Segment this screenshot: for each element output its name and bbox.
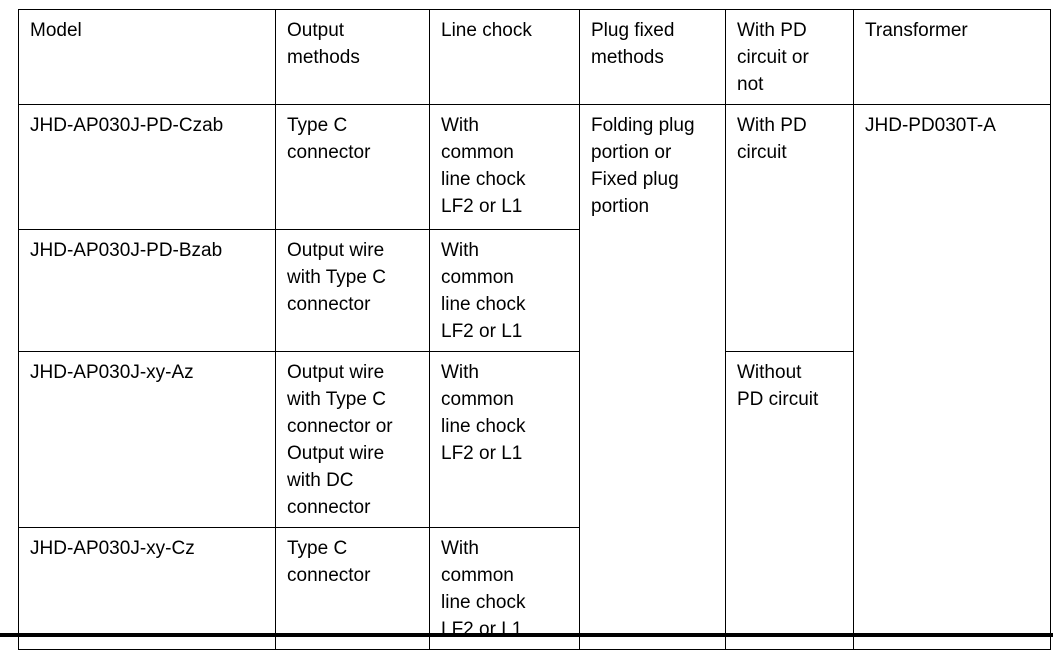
transformer-model-cell: JHD-PD030T-A	[853, 104, 1051, 650]
model-cell: JHD-AP030J-xy-Cz	[18, 527, 276, 650]
plug-fixed-merged-cell: Folding plug portion or Fixed plug porti…	[579, 104, 726, 650]
table-row: JHD-AP030J-PD-Czab Type C connector With…	[18, 104, 1051, 650]
table-row: JHD-AP030J-xy-Az Output wire with Type C…	[18, 351, 1051, 650]
header-pd-circuit: With PD circuit or not	[725, 9, 854, 105]
line-chock-cell: With common line chock LF2 or L1	[429, 229, 580, 352]
line-chock-cell: With common line chock LF2 or L1	[429, 527, 580, 650]
table-row: JHD-AP030J-PD-Bzab Output wire with Type…	[18, 229, 1051, 352]
spec-table: Model Output methods Line chock Plug fix…	[18, 9, 1051, 650]
header-row: Model Output methods Line chock Plug fix…	[18, 9, 1051, 105]
with-pd-circuit-cell: With PD circuit	[725, 104, 854, 352]
header-output-methods: Output methods	[275, 9, 430, 105]
line-chock-cell: With common line chock LF2 or L1	[429, 104, 580, 230]
page-bottom-rule	[0, 633, 1053, 637]
model-cell: JHD-AP030J-xy-Az	[18, 351, 276, 528]
header-model: Model	[18, 9, 276, 105]
output-method-cell: Type C connector	[275, 527, 430, 650]
output-method-cell: Output wire with Type C connector	[275, 229, 430, 352]
model-cell: JHD-AP030J-PD-Bzab	[18, 229, 276, 352]
header-plug-fixed-methods: Plug fixed methods	[579, 9, 726, 105]
header-line-chock: Line chock	[429, 9, 580, 105]
model-cell: JHD-AP030J-PD-Czab	[18, 104, 276, 230]
output-method-cell: Type C connector	[275, 104, 430, 230]
without-pd-circuit-cell: Without PD circuit	[725, 351, 854, 650]
line-chock-cell: With common line chock LF2 or L1	[429, 351, 580, 528]
output-method-cell: Output wire with Type C connector or Out…	[275, 351, 430, 528]
header-transformer: Transformer	[853, 9, 1051, 105]
